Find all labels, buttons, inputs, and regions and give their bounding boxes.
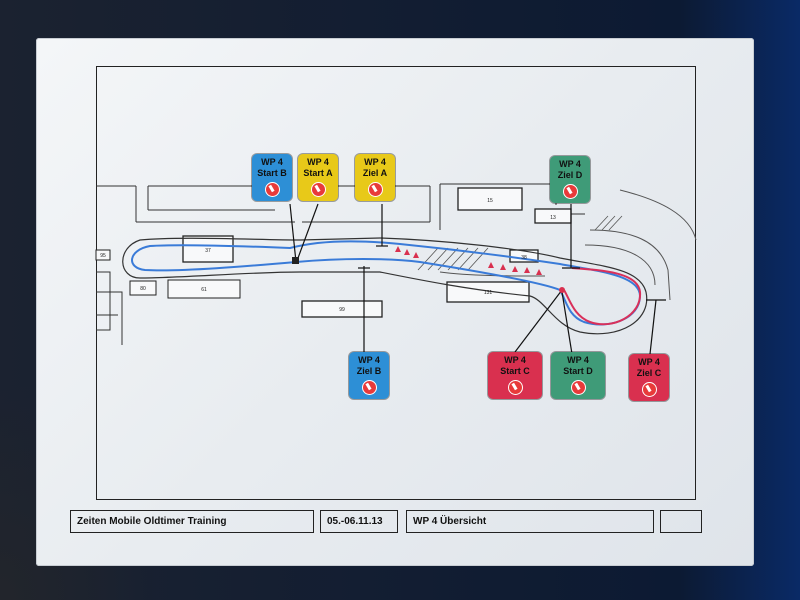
building-61 <box>167 279 241 299</box>
flag-icon <box>361 380 377 395</box>
building-131 <box>446 281 530 303</box>
label-start-b-line1: WP 4 <box>261 157 283 167</box>
label-ziel-c-line2: Ziel C <box>636 368 662 378</box>
building-80-label: 80 <box>140 286 146 292</box>
flag-icon <box>310 182 326 197</box>
footer-date: 05.-06.11.13 <box>320 510 398 533</box>
flag-icon <box>367 182 383 197</box>
label-start-d-line1: WP 4 <box>567 355 589 365</box>
label-start-c-line1: WP 4 <box>504 355 526 365</box>
label-start-a-line2: Start A <box>303 168 333 178</box>
label-ziel-b-line2: Ziel B <box>356 366 382 376</box>
building-95-label: 95 <box>100 253 106 259</box>
label-start-a-line1: WP 4 <box>307 157 329 167</box>
building-37 <box>182 235 234 263</box>
label-ziel-b: WP 4 Ziel B <box>349 352 389 399</box>
building-37-label: 37 <box>205 248 211 254</box>
label-start-a: WP 4 Start A <box>298 154 338 201</box>
label-ziel-c: WP 4 Ziel C <box>629 354 669 401</box>
footer-title: Zeiten Mobile Oldtimer Training <box>70 510 314 533</box>
building-99-label: 99 <box>339 307 345 313</box>
label-start-c: WP 4 Start C <box>488 352 542 399</box>
building-13-label: 13 <box>550 215 556 221</box>
label-start-d: WP 4 Start D <box>551 352 605 399</box>
label-ziel-d-line1: WP 4 <box>559 159 581 169</box>
flag-icon <box>570 380 586 395</box>
label-start-d-line2: Start D <box>563 366 593 376</box>
footer-empty-box <box>660 510 702 533</box>
label-ziel-d-line2: Ziel D <box>557 170 583 180</box>
label-start-c-line2: Start C <box>500 366 530 376</box>
flag-icon <box>507 380 523 395</box>
building-38-label: 38 <box>521 255 527 261</box>
label-ziel-d: WP 4 Ziel D <box>550 156 590 203</box>
building-99 <box>301 300 383 318</box>
building-80 <box>129 280 157 296</box>
laminated-sheet <box>36 38 754 566</box>
marker-start-b <box>292 257 299 264</box>
map-frame <box>96 66 696 500</box>
building-131-label: 131 <box>484 290 493 296</box>
flag-icon <box>264 182 280 197</box>
building-15-label: 15 <box>487 198 493 204</box>
label-ziel-a-line1: WP 4 <box>364 157 386 167</box>
building-61-label: 61 <box>201 287 207 293</box>
building-95 <box>95 249 111 261</box>
label-ziel-c-line1: WP 4 <box>638 357 660 367</box>
marker-start-c <box>559 287 565 293</box>
label-ziel-a: WP 4 Ziel A <box>355 154 395 201</box>
label-ziel-b-line1: WP 4 <box>358 355 380 365</box>
label-start-b-line2: Start B <box>257 168 287 178</box>
footer-section: WP 4 Übersicht <box>406 510 654 533</box>
building-15 <box>457 187 523 211</box>
flag-icon <box>562 184 578 199</box>
flag-icon <box>641 382 657 397</box>
label-start-b: WP 4 Start B <box>252 154 292 201</box>
label-ziel-a-line2: Ziel A <box>362 168 388 178</box>
